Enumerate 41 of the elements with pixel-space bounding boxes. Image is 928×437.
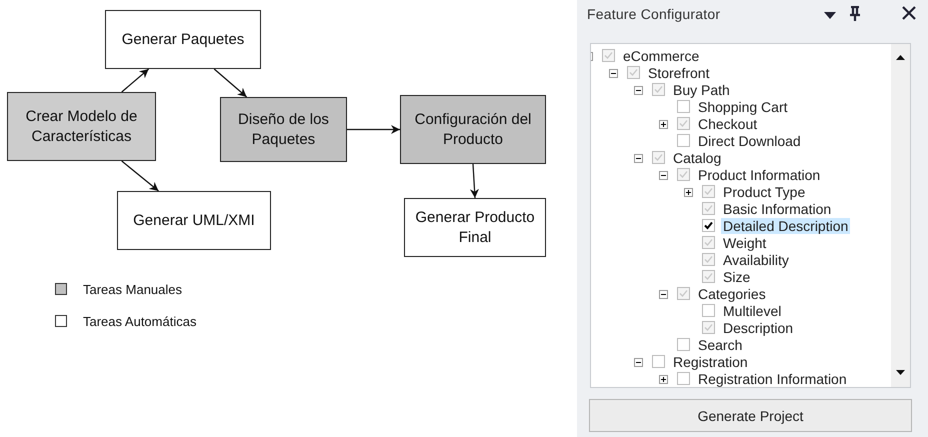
- box-label: Generar Paquetes: [122, 30, 244, 50]
- tree-item-label: Storefront: [647, 65, 710, 81]
- arrow: [214, 68, 248, 98]
- box-label: Diseño de los Paquetes: [237, 110, 330, 150]
- tree-item-label: Weight: [722, 235, 768, 251]
- tree-item-label: Multilevel: [722, 303, 782, 319]
- tree-item-label: Product Information: [697, 167, 822, 183]
- process-box: [105, 10, 261, 69]
- manual-task-box: [7, 92, 156, 161]
- legend-label: Tareas Manuales: [83, 282, 182, 297]
- tree-item-label: Product Type: [722, 184, 806, 200]
- tree-item-label: Availability: [722, 252, 790, 268]
- tree-item-label: Description: [722, 320, 794, 336]
- arrow: [347, 125, 400, 134]
- process-box: [404, 198, 546, 257]
- box-label: Configuración del Producto: [414, 110, 532, 150]
- arrow: [121, 160, 159, 192]
- tree-item-label: Size: [722, 269, 752, 285]
- generate-button: Generate Project: [589, 399, 912, 432]
- panel-title: Feature Configurator: [587, 6, 720, 22]
- process-box: [117, 191, 271, 250]
- tree-item-label: Search: [697, 337, 744, 353]
- box-label: Generar UML/XMI: [133, 210, 255, 230]
- manual-task-box: [220, 97, 347, 162]
- tree-item-label: Buy Path: [672, 82, 731, 98]
- tree-item-label: Checkout: [697, 116, 758, 132]
- tree-item-label: eCommerce: [622, 48, 700, 64]
- tree-item-label: Direct Download: [697, 133, 802, 149]
- manual-task-box: [400, 95, 546, 164]
- tree-item-label: Catalog: [672, 150, 722, 166]
- selected-tree-item: Detailed Description: [721, 218, 850, 234]
- tree-item-label: Categories: [697, 286, 767, 302]
- arrow: [121, 68, 150, 92]
- tree-item-label: Shopping Cart: [697, 99, 789, 115]
- tree-item-label: Registration: [672, 354, 749, 370]
- arrow: [470, 164, 479, 198]
- legend-label: Tareas Automáticas: [83, 314, 196, 329]
- box-label: Crear Modelo de Características: [24, 106, 138, 146]
- tree-item-label: Registration Information: [697, 371, 848, 387]
- box-label: Generar Producto Final: [414, 208, 536, 248]
- tree-item-label: Basic Information: [722, 201, 832, 217]
